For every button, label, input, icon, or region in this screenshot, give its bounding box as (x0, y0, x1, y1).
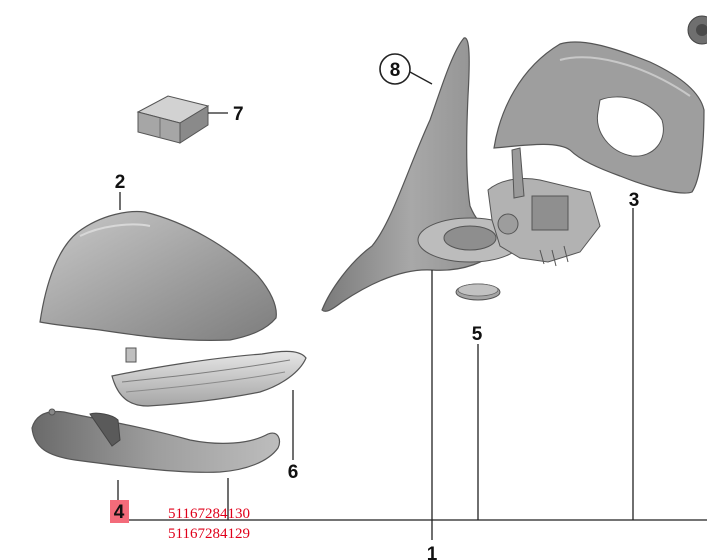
mirror-motor-assembly (487, 147, 601, 267)
part-number-1: 51167284130 (168, 506, 250, 522)
leader-line-8 (409, 71, 433, 85)
part-number-2: 51167284129 (168, 526, 250, 542)
callout-6[interactable]: 6 (288, 462, 299, 483)
callout-8[interactable]: 8 (390, 60, 401, 81)
part-4-lower-trim (31, 408, 281, 473)
callout-4[interactable]: 4 (114, 502, 125, 523)
part-2-mirror-cap (39, 210, 277, 341)
part-6-turn-signal (111, 347, 307, 407)
part-7-block (136, 95, 210, 144)
part-5-pad (455, 283, 501, 301)
partial-part-top-right (687, 15, 707, 45)
callout-4-highlight (110, 500, 129, 523)
callout-5[interactable]: 5 (472, 324, 483, 345)
callout-3[interactable]: 3 (629, 190, 640, 211)
callout-1[interactable]: 1 (427, 544, 438, 560)
callout-7[interactable]: 7 (233, 104, 244, 125)
callout-8-circle (379, 53, 411, 85)
callout-2[interactable]: 2 (115, 172, 126, 193)
part-3-mirror-housing (493, 41, 705, 194)
